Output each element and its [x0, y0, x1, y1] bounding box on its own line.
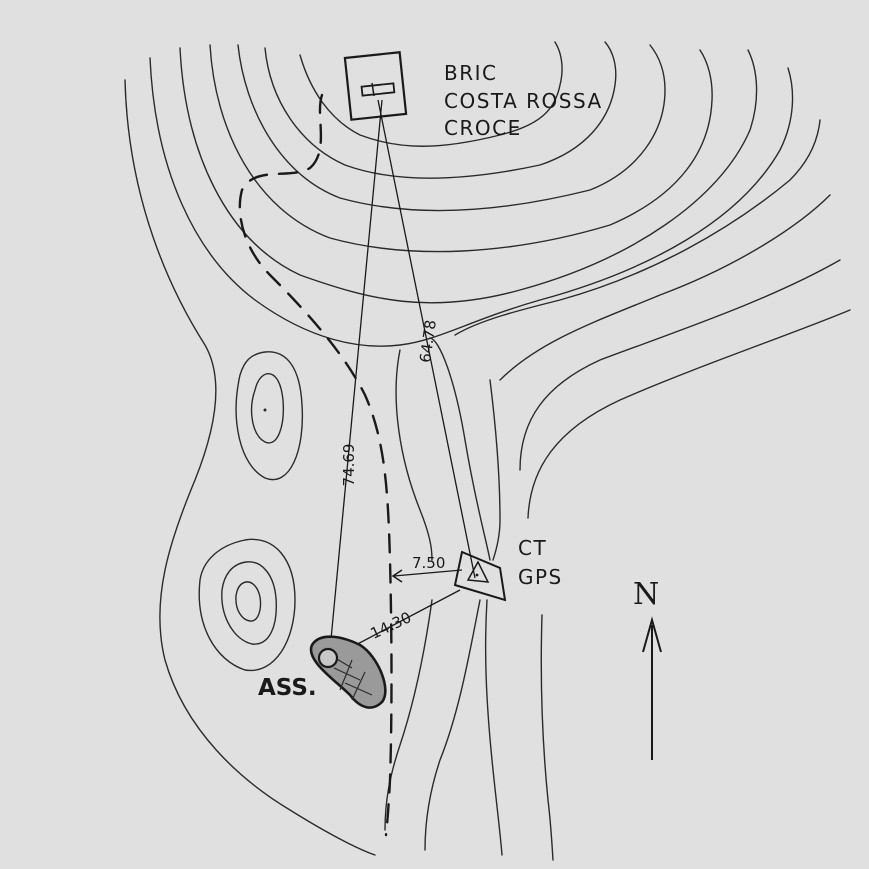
knoll-contour-inner	[235, 581, 262, 622]
knoll-contour-inner	[250, 373, 285, 444]
contour-line	[540, 614, 554, 861]
survey-lines	[329, 99, 476, 651]
contour-line	[429, 337, 491, 561]
distance-summit-to-rock: 74.69	[340, 444, 358, 487]
contour-line	[264, 41, 617, 179]
arrow-head	[391, 569, 403, 583]
contour-line	[527, 309, 851, 519]
station-label: CT GPS	[518, 536, 563, 589]
summit-label-line-3: CROCE	[444, 116, 522, 140]
contour-line	[124, 79, 376, 856]
contour-line	[395, 349, 433, 561]
dashed-trail	[238, 93, 393, 837]
summit-label: BRIC COSTA ROSSA CROCE	[444, 61, 611, 140]
distance-station-to-path: 7.50	[412, 554, 445, 572]
summit-label-line-1: BRIC	[444, 61, 497, 85]
station-label-line-1: CT	[518, 536, 547, 560]
line-station-to-rock	[349, 589, 461, 649]
knoll-summit-dot	[263, 408, 267, 412]
contour-line	[499, 194, 831, 381]
knoll-contour-outer	[198, 538, 296, 672]
contour-line	[484, 599, 503, 856]
contour-line	[454, 119, 821, 336]
north-arrow-icon	[642, 616, 662, 760]
knoll-contour-middle	[221, 561, 277, 645]
contour-line	[489, 379, 501, 561]
contour-line	[149, 57, 794, 347]
rock-label: ASS.	[258, 675, 317, 701]
line-summit-to-rock	[329, 99, 383, 651]
line-station-to-path	[393, 569, 463, 577]
cross-marker-icon	[343, 51, 408, 121]
triangle-station-icon	[453, 550, 507, 602]
contour-line	[299, 41, 563, 147]
contour-lines	[124, 41, 851, 861]
station-label-line-2: GPS	[518, 565, 563, 589]
distance-summit-to-station: 64.78	[416, 319, 440, 364]
contour-line	[384, 599, 433, 831]
contour-line	[237, 44, 666, 212]
contour-line	[179, 47, 758, 304]
contour-line	[209, 44, 713, 253]
summit-label-line-2: COSTA ROSSA	[444, 89, 603, 113]
knoll-contour-outer	[235, 351, 304, 481]
line-summit-to-station	[377, 99, 476, 579]
north-label: N	[633, 577, 659, 612]
contour-line	[519, 259, 841, 471]
rock-outcrop-icon	[309, 635, 387, 709]
contour-line	[424, 599, 481, 851]
